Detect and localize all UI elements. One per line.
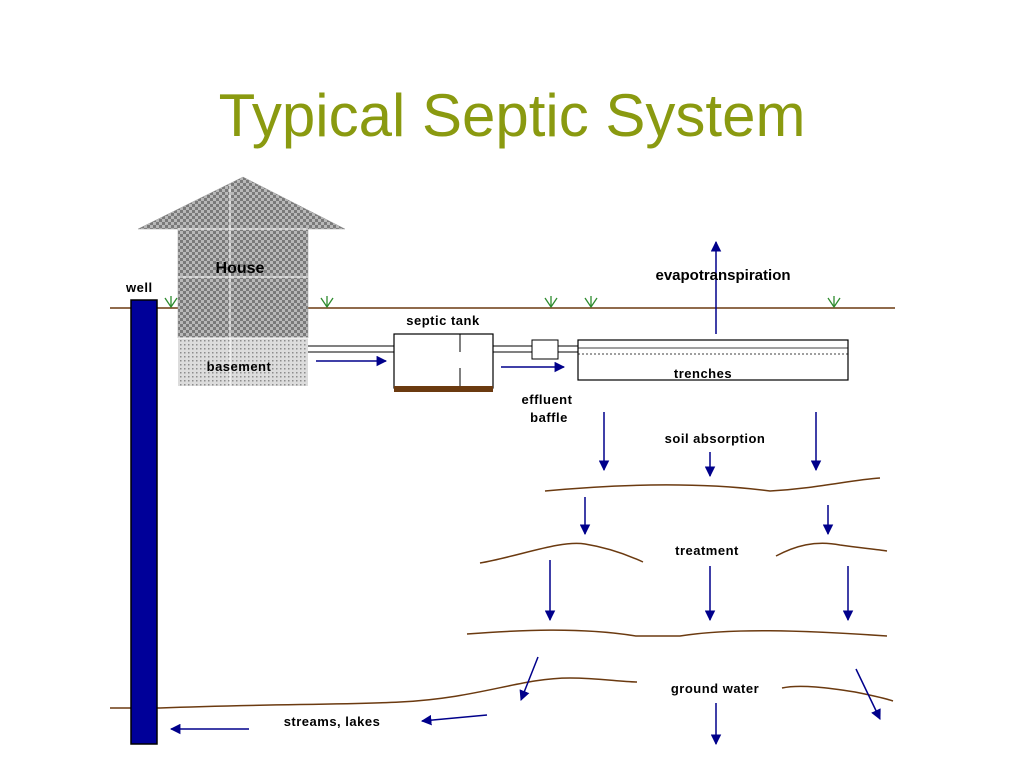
house xyxy=(137,176,346,386)
septic-tank-label: septic tank xyxy=(406,313,480,328)
effluent-baffle-label-line1: effluent xyxy=(522,392,573,407)
groundwater-flow-arrow xyxy=(855,668,881,720)
house-shape xyxy=(137,176,346,339)
slide-title: Typical Septic System xyxy=(218,82,806,149)
septic-tank xyxy=(393,333,494,392)
well-shaft xyxy=(130,299,158,745)
basement-label: basement xyxy=(207,359,272,374)
evapotranspiration-label: evapotranspiration xyxy=(655,267,790,284)
soil-layer-line xyxy=(479,542,644,564)
grass-icon xyxy=(320,296,334,309)
grass-icon xyxy=(544,296,558,309)
streams-flow-arrow xyxy=(420,714,488,726)
soil-layer-line xyxy=(544,477,881,492)
water-table-line xyxy=(781,685,894,702)
trenches xyxy=(577,339,849,381)
streams-lakes-label: streams, lakes xyxy=(284,714,381,729)
grass-icons xyxy=(164,296,841,309)
tank-sludge xyxy=(394,386,493,392)
groundwater-flow-arrow xyxy=(519,656,539,701)
effluent-baffle-label-line2: baffle xyxy=(530,410,568,425)
soil-layer-line xyxy=(775,542,888,557)
house-label: House xyxy=(216,260,265,277)
ground-water-label: ground water xyxy=(671,681,759,696)
water-table-line xyxy=(159,677,638,709)
soil-absorption-label: soil absorption xyxy=(665,431,766,446)
soil-layer-line xyxy=(466,629,888,637)
outlet-pipe xyxy=(493,339,578,360)
trenches-label: trenches xyxy=(674,366,732,381)
well-label: well xyxy=(125,280,153,295)
inlet-pipe xyxy=(308,345,394,353)
grass-icon xyxy=(827,296,841,309)
treatment-label: treatment xyxy=(675,543,739,558)
effluent-baffle xyxy=(531,339,559,360)
grass-icon xyxy=(164,296,178,309)
basement-shape xyxy=(178,338,308,386)
grass-icon xyxy=(584,296,598,309)
